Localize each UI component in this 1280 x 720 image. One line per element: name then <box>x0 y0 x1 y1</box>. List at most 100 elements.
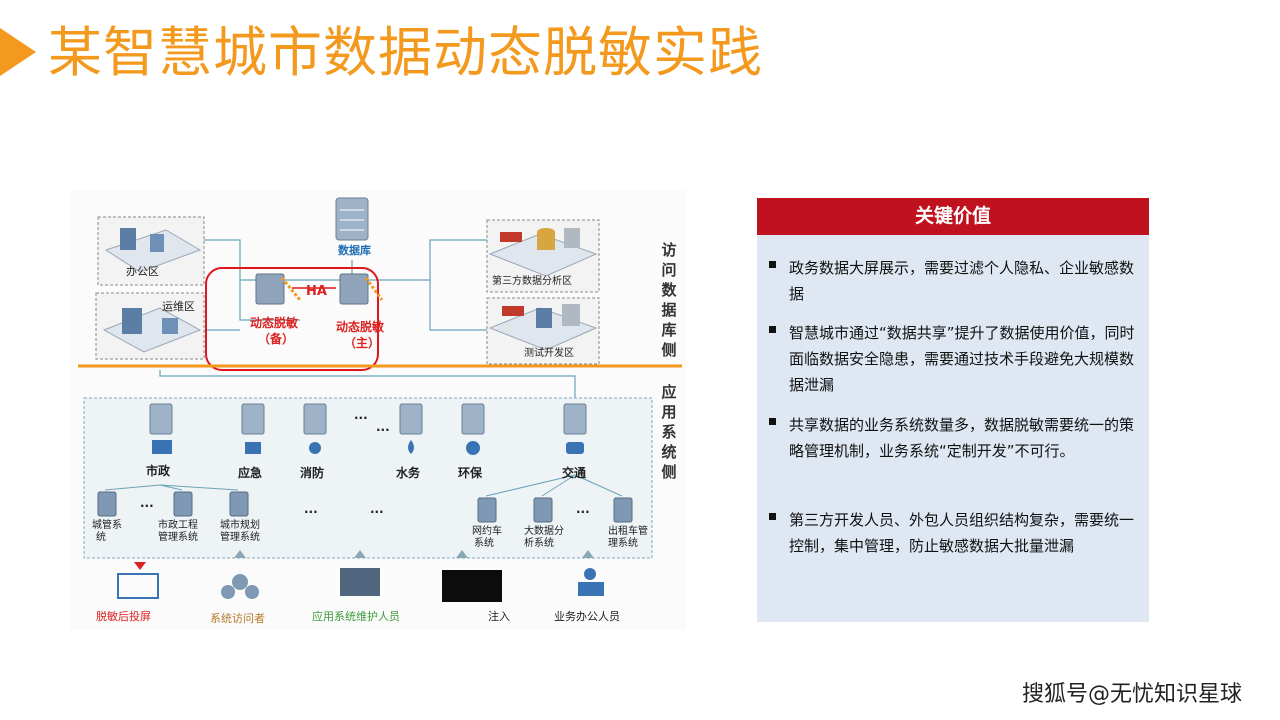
dept-server-icon-yingji <box>241 403 265 435</box>
staff-up-arrow <box>582 550 594 558</box>
office-pc2-icon <box>150 234 164 252</box>
key-value-bullet-text: 共享数据的业务系统数量多，数据脱敏需要统一的策略管理机制，业务系统“定制开发”不… <box>789 416 1135 460</box>
sub-ellipsis-3: ... <box>370 502 384 516</box>
inject-up-arrow <box>456 550 468 558</box>
key-value-bullet-3: 共享数据的业务系统数量多，数据脱敏需要统一的策略管理机制，业务系统“定制开发”不… <box>769 412 1141 464</box>
third-party-zone-label: 第三方数据分析区 <box>492 276 572 287</box>
dept-ellipsis-2: ... <box>376 420 390 434</box>
ops-zone-label: 运维区 <box>162 300 195 313</box>
sub-ride-hail-2: 系统 <box>474 538 494 549</box>
sub-server-icon-6 <box>613 497 633 523</box>
third-party-server-icon <box>564 228 580 248</box>
sub-city-plan-2: 管理系统 <box>220 532 260 543</box>
visitor-icon <box>232 574 248 590</box>
dept-label-jiaotong: 交通 <box>562 466 587 480</box>
test-router-icon <box>502 306 524 316</box>
key-value-panel: 关键价值 政务数据大屏展示，需要过滤个人隐私、企业敏感数据 智慧城市通过“数据共… <box>757 198 1149 622</box>
third-party-platform <box>488 233 598 277</box>
dept-server-icon-shizheng <box>149 403 173 435</box>
key-value-bullet-text: 第三方开发人员、外包人员组织结构复杂，需要统一控制，集中管理，防止敏感数据大批量… <box>789 511 1135 555</box>
dept-building-icon <box>152 440 172 454</box>
test-dev-zone-label: 测试开发区 <box>524 348 574 359</box>
masking-primary-label-2: （主） <box>344 336 381 350</box>
dept-server-icon-jiaotong <box>563 403 587 435</box>
inject-icon <box>442 570 502 602</box>
dept-label-shuiwu: 水务 <box>396 466 421 480</box>
dept-label-yingji: 应急 <box>238 466 263 480</box>
sub-ellipsis-4: ... <box>576 502 590 516</box>
sub-bigdata-1: 大数据分 <box>524 526 564 537</box>
database-label: 数据库 <box>338 244 371 257</box>
masking-backup-label-2: （备） <box>258 332 295 346</box>
app-system-side-label: 应用系统侧 <box>661 383 677 481</box>
dept-server-icon-xiaofang <box>303 403 327 435</box>
masking-primary-label-1: 动态脱敏 <box>336 320 385 334</box>
sub-taxi-2: 理系统 <box>608 538 638 549</box>
masking-backup-icon <box>255 273 285 305</box>
bullet-square-icon <box>769 261 776 268</box>
sub-urban-mgmt-1: 城管系 <box>92 520 122 531</box>
test-server-icon <box>562 304 580 326</box>
access-db-side-label: 访问数据库侧 <box>661 241 677 359</box>
diagram-graphics <box>78 197 682 602</box>
dept-label-shizheng: 市政 <box>146 464 171 478</box>
dept-ellipsis-1: ... <box>354 408 368 422</box>
actor-maintainer-label: 应用系统维护人员 <box>312 610 400 623</box>
actor-screen-label: 脱敏后投屏 <box>96 610 151 623</box>
bullet-square-icon <box>769 418 776 425</box>
masking-backup-label-1: 动态脱敏 <box>250 316 299 330</box>
ops-router-icon <box>162 318 178 334</box>
app-system-zone-box <box>83 397 653 559</box>
ops-server-icon <box>122 308 142 334</box>
key-value-heading: 关键价值 <box>757 198 1149 235</box>
masking-primary-icon <box>339 273 369 305</box>
watermark: 搜狐号@无忧知识星球 <box>1021 682 1242 707</box>
office-zone-label: 办公区 <box>126 265 159 278</box>
sub-bigdata-2: 析系统 <box>524 538 554 549</box>
screen-down-arrow <box>134 562 146 570</box>
key-value-bullet-2: 智慧城市通过“数据共享”提升了数据使用价值，同时面临数据安全隐患，需要通过技术手… <box>769 320 1141 398</box>
dept-alert-icon <box>245 442 261 454</box>
dept-server-icon-huanbao <box>461 403 485 435</box>
dept-traffic-icon <box>566 442 584 454</box>
sub-city-plan-1: 城市规划 <box>220 520 260 531</box>
ha-label: HA <box>306 284 327 299</box>
masking-highlight-box <box>205 267 379 371</box>
architecture-diagram: 办公区 运维区 数据库 第三方数据分析区 测试开发区 HA 动态脱敏 （备） 动… <box>70 190 686 630</box>
sub-ellipsis-1: ... <box>140 496 154 510</box>
page-title: 某智慧城市数据动态脱敏实践 <box>48 21 763 84</box>
office-pc-icon <box>120 228 136 250</box>
dept-server-icon-shuiwu <box>399 403 423 435</box>
sub-ellipsis-2: ... <box>304 502 318 516</box>
third-party-router-icon <box>500 232 522 242</box>
dept-water-icon <box>408 440 414 454</box>
sub-server-icon-2 <box>173 491 193 517</box>
bullet-square-icon <box>769 326 776 333</box>
sub-server-icon-5 <box>533 497 553 523</box>
key-value-bullet-text: 智慧城市通过“数据共享”提升了数据使用价值，同时面临数据安全隐患，需要通过技术手… <box>789 324 1135 394</box>
visitor-up-arrow <box>234 550 246 558</box>
dept-label-xiaofang: 消防 <box>300 466 325 480</box>
bullet-square-icon <box>769 513 776 520</box>
sub-taxi-1: 出租车管 <box>608 526 648 537</box>
actor-inject-label: 注入 <box>488 610 510 623</box>
maintainer-up-arrow <box>354 550 366 558</box>
dept-eco-icon <box>466 441 480 455</box>
sub-server-icon-3 <box>229 491 249 517</box>
key-value-bullet-4: 第三方开发人员、外包人员组织结构复杂，需要统一控制，集中管理，防止敏感数据大批量… <box>769 507 1141 559</box>
sub-server-icon-1 <box>97 491 117 517</box>
sub-urban-mgmt-2: 统 <box>96 532 106 543</box>
staff-icon <box>584 568 596 580</box>
sub-municipal-eng-1: 市政工程 <box>158 520 198 531</box>
key-value-bullet-text: 政务数据大屏展示，需要过滤个人隐私、企业敏感数据 <box>789 259 1135 303</box>
title-arrow-icon <box>0 28 36 76</box>
test-pc-icon <box>536 308 552 328</box>
dept-fire-icon <box>309 442 321 454</box>
sub-municipal-eng-2: 管理系统 <box>158 532 198 543</box>
dept-label-huanbao: 环保 <box>458 466 483 480</box>
screen-icon <box>117 573 159 599</box>
database-server-icon <box>335 197 369 241</box>
sub-server-icon-4 <box>477 497 497 523</box>
maintainer-icon <box>340 568 380 596</box>
actor-visitor-label: 系统访问者 <box>210 612 265 625</box>
